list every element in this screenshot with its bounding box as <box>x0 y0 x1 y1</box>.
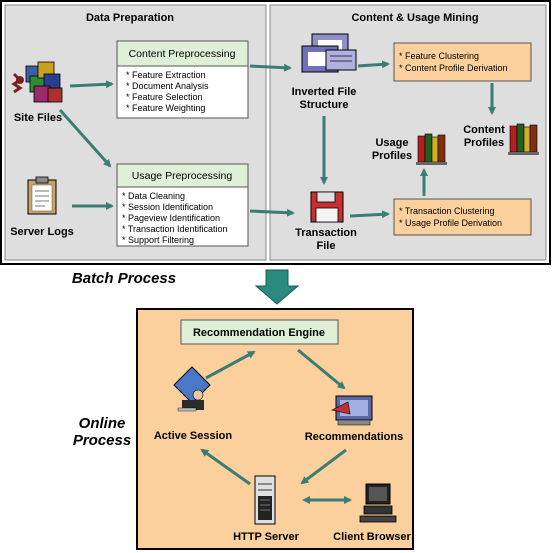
site-files-label: Site Files <box>14 112 62 124</box>
content-mining-item: * Feature Clustering <box>399 51 479 61</box>
arrow-server-to-active-session <box>200 448 251 486</box>
content-profiles-label: Profiles <box>464 137 504 149</box>
transaction-file-label: File <box>317 240 336 252</box>
usage-preprocessing-item: * Transaction Identification <box>122 224 228 234</box>
arrow-usage-to-transaction <box>249 208 295 217</box>
batch-process-label: Batch Process <box>72 270 176 287</box>
usage-profiles-label: Profiles <box>372 150 412 162</box>
recommendations-label: Recommendations <box>305 431 403 443</box>
http-server-icon <box>254 475 276 525</box>
batch-to-online-arrow <box>254 269 300 305</box>
recommendations-icon <box>331 395 373 426</box>
client-browser-label: Client Browser <box>333 531 411 543</box>
server-logs-label: Server Logs <box>10 226 74 238</box>
usage-mining-box <box>393 198 532 236</box>
content-preprocessing-box <box>116 40 249 119</box>
inverted-file-icon <box>301 33 357 73</box>
usage-preprocessing-item: * Support Filtering <box>122 235 194 245</box>
online-process-label: Process <box>73 432 131 449</box>
recommendation-engine-title: Recommendation Engine <box>193 327 325 339</box>
recommendation-engine-box <box>180 319 339 345</box>
active-session-icon <box>173 366 211 412</box>
inverted-file-label: Inverted File <box>292 86 357 98</box>
usage-preprocessing-title: Usage Preprocessing <box>132 170 233 182</box>
server-logs-icon <box>27 176 57 215</box>
usage-profiles-label: Usage <box>375 137 408 149</box>
content-usage-mining-title: Content & Usage Mining <box>351 12 478 24</box>
content-preprocessing-item: * Feature Weighting <box>126 103 205 113</box>
arrow-site-files-to-content <box>69 80 114 89</box>
site-files-icon <box>11 61 63 103</box>
client-browser-icon <box>359 483 397 523</box>
transaction-file-icon <box>310 191 344 223</box>
data-preparation-title: Data Preparation <box>86 12 174 24</box>
content-mining-box <box>393 42 532 82</box>
usage-profiles-books-icon <box>416 133 447 165</box>
arrow-inverted-to-content-mining <box>357 60 390 69</box>
content-preprocessing-title: Content Preprocessing <box>129 48 236 60</box>
arrow-transaction-to-usage-mining <box>349 210 390 219</box>
arrow-active-session-to-engine <box>205 350 256 380</box>
usage-preprocessing-item: * Pageview Identification <box>122 213 220 223</box>
content-preprocessing-item: * Document Analysis <box>126 81 209 91</box>
http-server-label: HTTP Server <box>233 531 300 543</box>
content-profiles-books-icon <box>508 123 539 155</box>
arrow-recommendations-to-server <box>300 448 347 485</box>
online-process-label: Online <box>79 415 126 432</box>
content-mining-item: * Content Profile Derivation <box>399 63 508 73</box>
active-session-label: Active Session <box>154 430 233 442</box>
usage-preprocessing-item: * Data Cleaning <box>122 191 185 201</box>
inverted-file-label: Structure <box>300 99 349 111</box>
arrow-site-files-to-usage <box>58 109 112 168</box>
content-profiles-label: Content <box>463 124 505 136</box>
arrow-engine-to-recommendations <box>297 348 346 390</box>
usage-preprocessing-box <box>116 163 249 247</box>
usage-mining-item: * Transaction Clustering <box>399 206 495 216</box>
arrow-content-to-inverted <box>249 63 292 72</box>
usage-preprocessing-item: * Session Identification <box>122 202 213 212</box>
transaction-file-label: Transaction <box>295 227 357 239</box>
usage-mining-item: * Usage Profile Derivation <box>399 218 502 228</box>
content-preprocessing-item: * Feature Extraction <box>126 70 206 80</box>
content-preprocessing-item: * Feature Selection <box>126 92 203 102</box>
